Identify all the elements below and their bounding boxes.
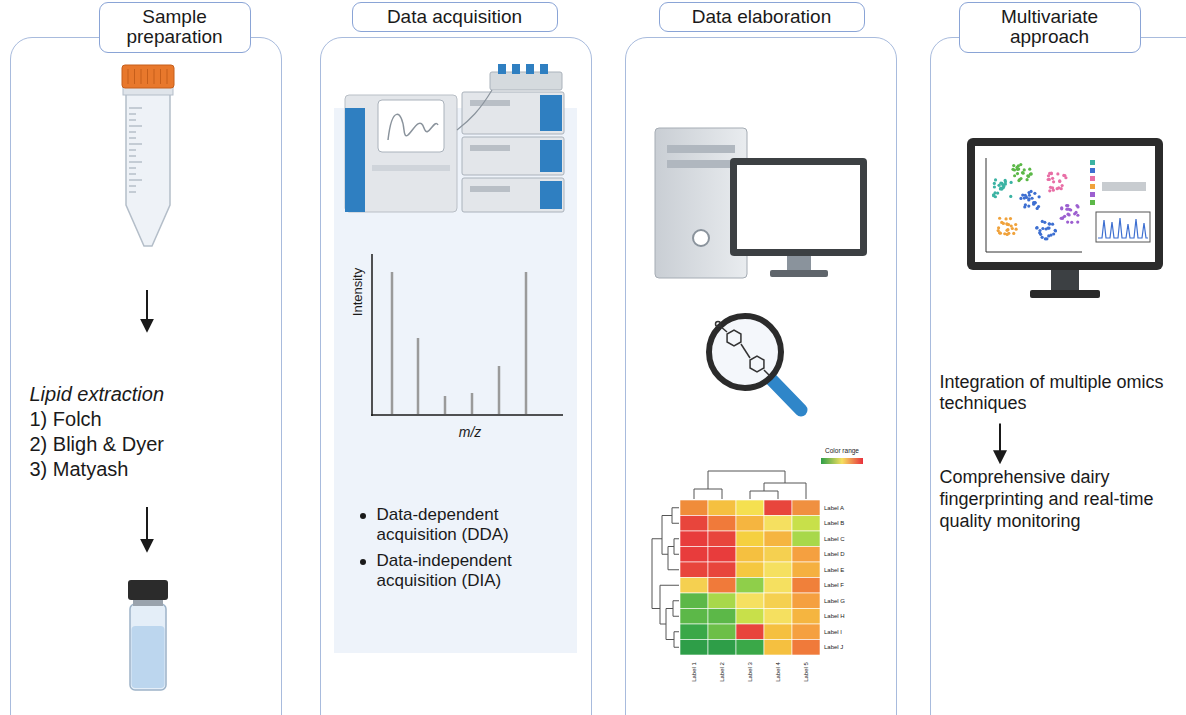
text-holder: Integration of multiple omics techniques	[940, 372, 1180, 416]
axis-label: Intensity	[351, 268, 365, 316]
text-holder: Data-dependent acquisition (DDA)	[377, 505, 573, 546]
label-holder: Label 4	[775, 662, 782, 682]
label-holder: Label H	[824, 613, 845, 620]
label-holder: Label A	[824, 504, 844, 511]
heatmap-label: Label E	[824, 566, 844, 573]
label-holder: Label 1	[691, 662, 698, 682]
magnifier-molecule	[709, 316, 801, 410]
label-holder: Label 2	[719, 662, 726, 682]
flow-arrow	[146, 290, 148, 330]
label-holder: Label G	[824, 597, 845, 604]
label-holder: Label C	[824, 535, 845, 542]
stage-text: Comprehensive dairy fingerprinting and r…	[940, 467, 1180, 533]
label-holder: Label I	[824, 628, 842, 635]
stage-text: Data-dependent acquisition (DDA)	[377, 505, 573, 546]
color-range-bar	[821, 458, 863, 464]
label-holder: Intensity	[351, 268, 365, 316]
heatmap-label: Label H	[824, 613, 845, 620]
heatmap-label: Label B	[824, 520, 844, 527]
mass-spectrum	[371, 254, 563, 416]
label-holder: Label F	[824, 582, 844, 589]
sample-vial	[128, 580, 168, 690]
heatmap-label: Label G	[824, 597, 845, 604]
text-holder: 2) Bligh & Dyer	[30, 432, 270, 456]
heatmap-label: Color range	[825, 447, 859, 454]
heatmap-label: Label 4	[775, 662, 782, 682]
stage-text: 1) Folch	[30, 407, 270, 431]
label-holder: Label B	[824, 520, 844, 527]
stage-tab: Sample preparation	[99, 2, 251, 54]
bullet-dot	[360, 559, 366, 565]
text-holder: Comprehensive dairy fingerprinting and r…	[940, 467, 1180, 533]
text-holder: Data-independent acquisition (DIA)	[377, 551, 573, 592]
flow-arrow	[999, 423, 1001, 461]
heatmap-label: Label D	[824, 551, 845, 558]
stage-text: Data-independent acquisition (DIA)	[377, 551, 573, 592]
heatmap-label: Label I	[824, 628, 842, 635]
stage-panel: Data acquisitionData-dependent acquisiti…	[320, 37, 592, 715]
text-holder: 1) Folch	[30, 407, 270, 431]
analysis-monitor	[967, 138, 1163, 298]
stage-tab: Data elaboration	[659, 2, 865, 33]
heatmap-label: Label F	[824, 582, 844, 589]
stage-text: Lipid extraction	[30, 382, 270, 406]
axis-label: m/z	[459, 425, 482, 440]
stage-text: 3) Matyash	[30, 457, 270, 481]
heatmap-label: Label 3	[747, 662, 754, 682]
heatmap-label: Label 5	[803, 662, 810, 682]
heatmap-label: Label 1	[691, 662, 698, 682]
falcon-tube	[122, 65, 174, 246]
heatmap-label: Label 2	[719, 662, 726, 682]
stage-heading: Data elaboration	[668, 7, 856, 28]
stage-heading: Multivariate approach	[968, 7, 1132, 49]
stage-panel: Data elaboration	[625, 37, 897, 715]
computer	[655, 128, 867, 278]
bullet-dot	[360, 513, 366, 519]
stage-heading: Data acquisition	[361, 7, 549, 28]
lc-ms-instrument	[345, 64, 564, 212]
flow-arrow	[146, 507, 148, 550]
stage-text: Integration of multiple omics techniques	[940, 372, 1180, 416]
heatmap-label: Label A	[824, 504, 844, 511]
heatmap	[652, 471, 820, 655]
stage-tab: Data acquisition	[352, 2, 558, 33]
stage-heading: Sample preparation	[108, 7, 242, 49]
stage-panel: Sample preparationLipid extraction1) Fol…	[10, 37, 282, 715]
stage-text: 2) Bligh & Dyer	[30, 432, 270, 456]
stage-panel: Multivariate approachIntegration of mult…	[930, 37, 1186, 715]
label-holder: Label J	[824, 644, 843, 651]
heatmap-label: Label J	[824, 644, 843, 651]
text-holder: 3) Matyash	[30, 457, 270, 481]
label-holder: Label D	[824, 551, 845, 558]
label-holder: Label 3	[747, 662, 754, 682]
heatmap-label: Label C	[824, 535, 845, 542]
label-holder: Color range	[825, 447, 859, 454]
text-holder: Lipid extraction	[30, 382, 270, 406]
label-holder: m/z	[459, 425, 482, 440]
label-holder: Label E	[824, 566, 844, 573]
stage-tab: Multivariate approach	[959, 2, 1141, 54]
label-holder: Label 5	[803, 662, 810, 682]
